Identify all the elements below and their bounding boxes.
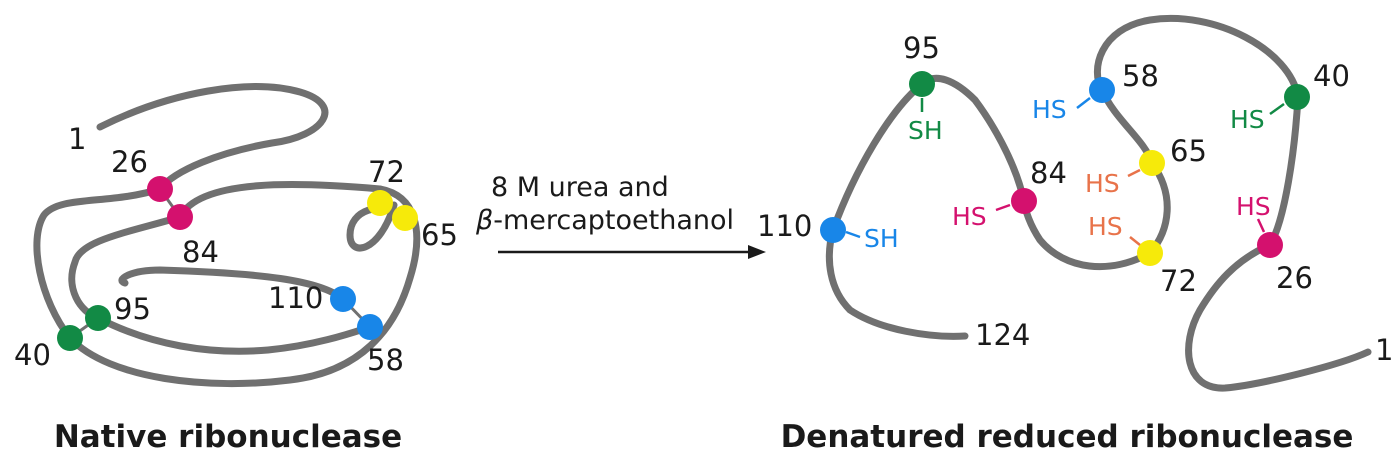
tick-84 (995, 203, 1011, 212)
reagent-mercaptoethanol: -mercaptoethanol (493, 205, 734, 236)
label-84: 84 (182, 235, 219, 269)
group-hs-72: HS (1088, 212, 1123, 241)
tick-40 (1269, 102, 1285, 116)
label-1: 1 (68, 122, 86, 156)
cys-58-dot-free (1089, 77, 1115, 103)
denatured-chain (825, 15, 1372, 392)
cys-84-dot (167, 204, 193, 230)
tick-26 (1256, 218, 1266, 233)
tick-58 (1076, 97, 1091, 109)
cys-72-dot (367, 190, 393, 216)
cys-110-dot (330, 286, 356, 312)
label-65: 65 (421, 218, 458, 252)
cys-26-dot-free (1257, 232, 1283, 258)
cys-65-dot-free (1139, 150, 1165, 176)
tick-72 (1129, 236, 1141, 246)
label-58: 58 (367, 343, 404, 377)
tick-65 (1127, 168, 1141, 178)
tick-110 (845, 230, 861, 239)
cys-95-dot-free (909, 71, 935, 97)
reaction-arrow: 8 M urea and β-mercaptoethanol (475, 172, 766, 259)
cys-110-dot-free (820, 217, 846, 243)
label-110: 110 (268, 281, 323, 315)
label-40: 40 (14, 338, 51, 372)
group-hs-65: HS (1085, 169, 1120, 198)
label-40-free: 40 (1313, 59, 1350, 93)
native-ribonuclease: 1 26 84 72 65 95 40 110 58 Native ribonu… (14, 83, 458, 455)
cys-95-dot (85, 305, 111, 331)
cys-84-dot-free (1011, 188, 1037, 214)
label-72: 72 (368, 155, 405, 189)
label-95: 95 (114, 292, 151, 326)
native-title: Native ribonuclease (54, 419, 402, 455)
group-hs-58: HS (1032, 95, 1067, 124)
label-26-free: 26 (1276, 261, 1313, 295)
cys-26-dot (147, 176, 173, 202)
group-hs-26: HS (1236, 192, 1271, 221)
cys-58-dot (357, 314, 383, 340)
label-110-free: 110 (757, 209, 812, 243)
group-sh-95: SH (908, 116, 943, 145)
beta-symbol: β (475, 205, 493, 236)
label-65-free: 65 (1170, 134, 1207, 168)
group-sh-110: SH (864, 224, 899, 253)
group-hs-84: HS (952, 202, 987, 231)
group-hs-40: HS (1230, 105, 1265, 134)
denatured-ribonuclease: 95 58 40 84 65 110 72 26 124 1 SH HS HS … (757, 15, 1393, 455)
cys-65-dot (392, 205, 418, 231)
label-1-free: 1 (1375, 333, 1393, 367)
native-chain (33, 83, 421, 388)
reagent-line-2: β-mercaptoethanol (475, 205, 734, 236)
label-84-free: 84 (1030, 156, 1067, 190)
reagent-line-1: 8 M urea and (491, 172, 669, 203)
cys-40-dot (57, 325, 83, 351)
label-58-free: 58 (1122, 59, 1159, 93)
cys-40-dot-free (1284, 84, 1310, 110)
label-26: 26 (111, 145, 148, 179)
label-72-free: 72 (1160, 264, 1197, 298)
denatured-title: Denatured reduced ribonuclease (781, 419, 1354, 455)
label-124: 124 (975, 318, 1030, 352)
label-95-free: 95 (903, 31, 940, 65)
arrow-head (748, 245, 766, 259)
cys-72-dot-free (1137, 240, 1163, 266)
